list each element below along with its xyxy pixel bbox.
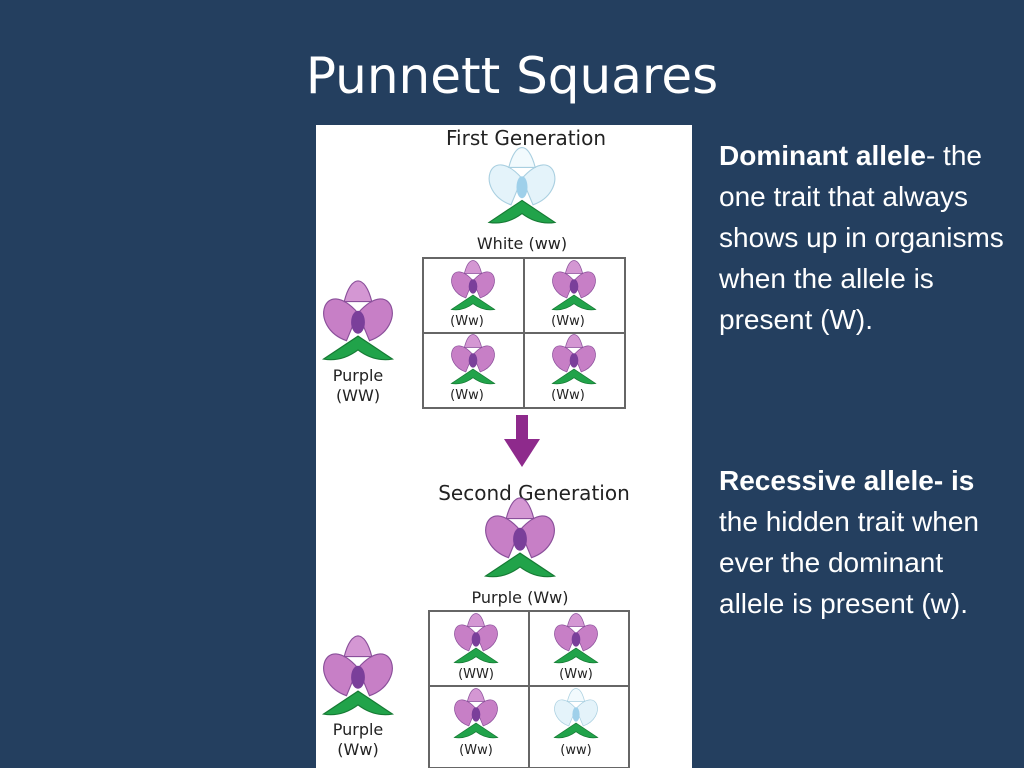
grid-cell-label: (Ww) [559,667,593,682]
recessive-allele-definition: Recessive allele- is the hidden trait wh… [719,460,1009,624]
second-gen-side-parent-genotype: (Ww) [337,740,378,759]
white-flower-icon [488,147,556,224]
purple-flower-icon [322,635,394,716]
slide-title: Punnett Squares [305,47,719,105]
second-gen-side-parent-label: Purple [333,720,384,739]
punnett-diagram-svg: First Generation White (ww) Purple (WW) … [322,126,630,768]
punnett-diagram: First Generation White (ww) Purple (WW) … [316,125,692,768]
purple-flower-icon [484,497,556,578]
dominant-allele-term: Dominant allele [719,140,926,171]
second-gen-punnett-grid: (WW) (Ww) (Ww) (ww) [428,610,630,768]
grid-cell-label: (WW) [458,667,494,682]
dominant-allele-definition: Dominant allele- the one trait that alwa… [719,135,1009,340]
purple-flower-icon [322,280,394,361]
first-gen-side-parent-genotype: (WW) [336,386,380,405]
grid-cell-label: (Ww) [551,388,585,403]
second-generation-heading: Second Generation [438,481,630,505]
second-gen-top-parent-label: Purple (Ww) [471,588,568,607]
grid-cell-label: (ww) [560,743,591,758]
recessive-allele-text: the hidden trait when ever the dominant … [719,506,979,619]
first-gen-side-parent-label: Purple [333,366,384,385]
first-gen-punnett-grid: (Ww) (Ww) (Ww) (Ww) [422,257,626,409]
dominant-allele-text: - the one trait that always shows up in … [719,140,1004,335]
grid-cell-label: (Ww) [551,314,585,329]
grid-cell-label: (Ww) [450,314,484,329]
recessive-allele-term: Recessive allele- is [719,465,975,496]
first-gen-top-parent-label: White (ww) [477,234,567,253]
grid-cell-label: (Ww) [459,743,493,758]
first-generation-heading: First Generation [446,126,606,150]
down-arrow-icon [504,415,540,467]
grid-cell-label: (Ww) [450,388,484,403]
